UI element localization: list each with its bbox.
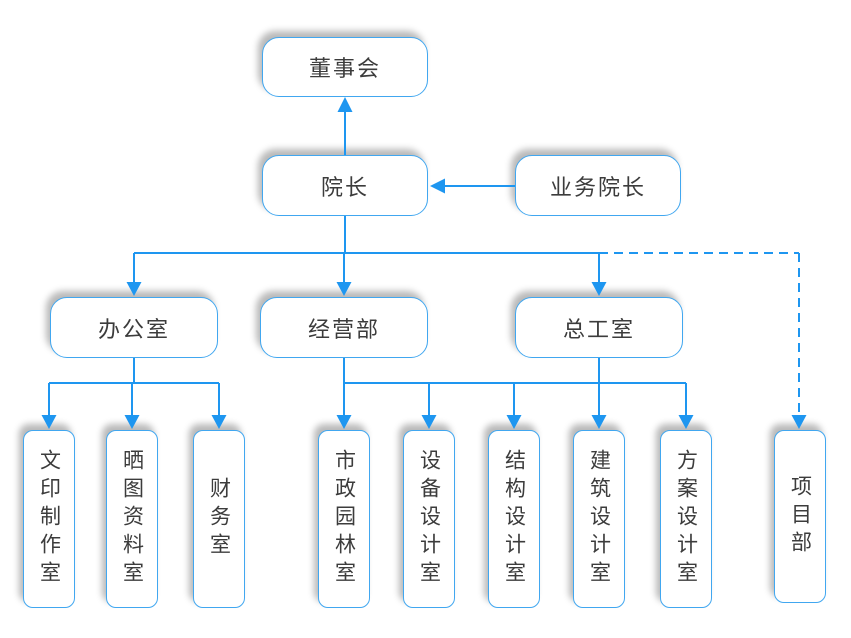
connector-dean-to-board [337, 97, 353, 155]
node-dean-label: 院长 [320, 174, 369, 200]
node-chief-engineer-office: 总工室 [515, 297, 683, 358]
node-structural-design-room: 结构设计室 [488, 430, 540, 608]
node-print-production-room-label: 文印制作室 [37, 449, 61, 589]
node-operations-dept: 经营部 [260, 297, 428, 358]
connector-business-dean-to-dean [430, 178, 515, 194]
node-scheme-design-room: 方案设计室 [660, 430, 712, 608]
node-project-department: 项目部 [774, 430, 826, 603]
node-blueprint-archive-room: 晒图资料室 [106, 430, 158, 608]
node-equipment-design-room-label: 设备设计室 [417, 449, 441, 589]
node-architectural-design-room: 建筑设计室 [573, 430, 625, 608]
node-structural-design-room-label: 结构设计室 [502, 449, 526, 589]
node-chief-engineer-office-label: 总工室 [562, 316, 635, 342]
node-business-dean-label: 业务院长 [549, 174, 646, 200]
node-architectural-design-room-label: 建筑设计室 [587, 449, 611, 589]
node-office: 办公室 [50, 297, 218, 358]
connector-office-to-rooms [41, 358, 227, 429]
node-finance-room-label: 财务室 [207, 477, 231, 561]
node-business-dean: 业务院长 [515, 155, 681, 216]
node-dean: 院长 [262, 155, 428, 216]
node-project-department-label: 项目部 [788, 474, 812, 559]
node-operations-dept-label: 经营部 [307, 316, 380, 342]
node-equipment-design-room: 设备设计室 [403, 430, 455, 608]
node-board: 董事会 [262, 37, 428, 97]
node-blueprint-archive-room-label: 晒图资料室 [120, 449, 144, 589]
node-board-label: 董事会 [308, 56, 381, 81]
node-finance-room: 财务室 [193, 430, 245, 608]
node-office-label: 办公室 [97, 316, 170, 342]
node-scheme-design-room-label: 方案设计室 [674, 449, 698, 589]
connector-dean-to-departments [126, 216, 607, 296]
node-print-production-room: 文印制作室 [23, 430, 75, 608]
connector-operations-and-chief-to-design-rooms [336, 358, 694, 429]
node-municipal-landscape-room: 市政园林室 [318, 430, 370, 608]
node-municipal-landscape-room-label: 市政园林室 [332, 449, 356, 589]
